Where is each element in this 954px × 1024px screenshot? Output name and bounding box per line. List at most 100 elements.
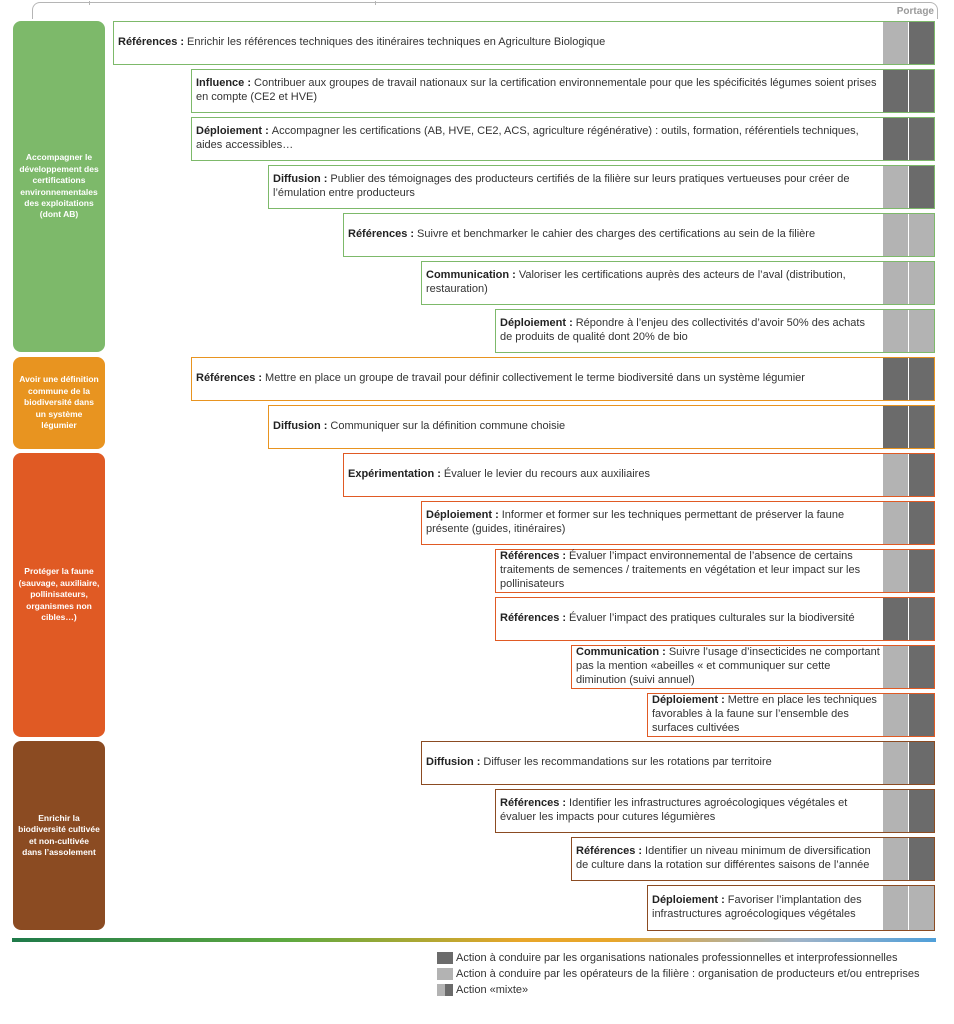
- portage-operator-cell: [909, 118, 934, 160]
- portage-operator-cell: [909, 790, 934, 832]
- action-text: Suivre et benchmarker le cahier des char…: [417, 228, 816, 241]
- action-type: Références :: [348, 228, 415, 241]
- portage-national-cell: [883, 310, 908, 352]
- action-type: Références :: [500, 797, 567, 810]
- action-type: Expérimentation :: [348, 468, 441, 481]
- action-box: Références :Suivre et benchmarker le cah…: [343, 213, 935, 257]
- portage-national-cell: [883, 646, 908, 688]
- action-text: Évaluer l’impact environnemental de l’ab…: [500, 550, 861, 590]
- action-type: Déploiement :: [652, 894, 725, 907]
- category-certifications: Accompagner le développement des certifi…: [13, 21, 105, 352]
- legend: Action à conduire par les organisations …: [437, 950, 920, 998]
- action-box: Communication :Valoriser les certificati…: [421, 261, 935, 305]
- portage-operator-cell: [909, 166, 934, 208]
- action-type: Déploiement :: [196, 125, 269, 138]
- portage-national-cell: [883, 22, 908, 64]
- portage-operator-cell: [909, 70, 934, 112]
- action-box: Références :Évaluer l’impact des pratiqu…: [495, 597, 935, 641]
- action-text: Suivre l’usage d’insecticides ne comport…: [576, 646, 880, 686]
- portage-national-cell: [883, 358, 908, 400]
- action-text: Identifier un niveau minimum de diversif…: [576, 845, 871, 871]
- portage-national-cell: [883, 886, 908, 930]
- action-box: Diffusion :Diffuser les recommandations …: [421, 741, 935, 785]
- portage-header: Portage: [896, 6, 934, 17]
- portage-operator-cell: [909, 262, 934, 304]
- action-box: Expérimentation :Évaluer le levier du re…: [343, 453, 935, 497]
- portage-operator-cell: [909, 502, 934, 544]
- action-box: Diffusion :Communiquer sur la définition…: [268, 405, 935, 449]
- portage-operator-cell: [909, 838, 934, 880]
- action-type: Références :: [118, 36, 185, 49]
- action-type: Références :: [500, 612, 567, 625]
- action-box: Déploiement :Mettre en place les techniq…: [647, 693, 935, 737]
- action-box: Influence :Contribuer aux groupes de tra…: [191, 69, 935, 113]
- action-text: Favoriser l’implantation des infrastruct…: [652, 894, 862, 920]
- action-box: Références :Mettre en place un groupe de…: [191, 357, 935, 401]
- legend-label: Action «mixte»: [456, 984, 529, 996]
- action-type: Déploiement :: [426, 509, 499, 522]
- portage-national-cell: [883, 70, 908, 112]
- legend-item-mixte: Action «mixte»: [437, 982, 920, 998]
- portage-operator-cell: [909, 358, 934, 400]
- action-text: Communiquer sur la définition commune ch…: [330, 420, 566, 433]
- action-box: Diffusion :Publier des témoignages des p…: [268, 165, 935, 209]
- action-box: Références :Identifier les infrastructur…: [495, 789, 935, 833]
- category-protect-fauna: Protéger la faune (sauvage, auxiliaire, …: [13, 453, 105, 737]
- portage-national-cell: [883, 118, 908, 160]
- dark-swatch-icon: [437, 952, 453, 964]
- portage-operator-cell: [909, 22, 934, 64]
- portage-operator-cell: [909, 598, 934, 640]
- action-box: Déploiement :Accompagner les certificati…: [191, 117, 935, 161]
- action-text: Informer et former sur les techniques pe…: [426, 509, 845, 535]
- header-frame: [32, 1, 938, 19]
- action-type: Communication :: [426, 269, 516, 282]
- portage-operator-cell: [909, 214, 934, 256]
- category-enrich-biodiversity: Enrichir la biodiversité cultivée et non…: [13, 741, 105, 930]
- legend-label: Action à conduire par les organisations …: [456, 952, 898, 964]
- portage-national-cell: [883, 166, 908, 208]
- gradient-divider: [12, 938, 936, 942]
- portage-operator-cell: [909, 454, 934, 496]
- light-swatch-icon: [437, 968, 453, 980]
- legend-item-operateurs: Action à conduire par les opérateurs de …: [437, 966, 920, 982]
- action-type: Déploiement :: [652, 694, 725, 707]
- portage-national-cell: [883, 694, 908, 736]
- action-type: Références :: [500, 550, 567, 563]
- portage-national-cell: [883, 262, 908, 304]
- frame-tick: [375, 1, 376, 5]
- portage-national-cell: [883, 406, 908, 448]
- portage-operator-cell: [909, 886, 934, 930]
- action-type: Diffusion :: [273, 420, 328, 433]
- action-text: Répondre à l’enjeu des collectivités d’a…: [500, 317, 865, 343]
- portage-operator-cell: [909, 742, 934, 784]
- action-box: Déploiement :Répondre à l’enjeu des coll…: [495, 309, 935, 353]
- legend-item-nationales: Action à conduire par les organisations …: [437, 950, 920, 966]
- portage-operator-cell: [909, 550, 934, 592]
- portage-operator-cell: [909, 310, 934, 352]
- action-box: Déploiement :Favoriser l’implantation de…: [647, 885, 935, 931]
- portage-national-cell: [883, 742, 908, 784]
- action-type: Influence :: [196, 77, 252, 90]
- category-biodiversity-definition: Avoir une définition commune de la biodi…: [13, 357, 105, 449]
- action-text: Enrichir les références techniques des i…: [187, 36, 606, 49]
- action-text: Mettre en place les techniques favorable…: [652, 694, 877, 734]
- action-type: Communication :: [576, 646, 666, 659]
- action-box: Communication :Suivre l’usage d’insectic…: [571, 645, 935, 689]
- action-type: Diffusion :: [426, 756, 481, 769]
- action-box: Références :Évaluer l’impact environneme…: [495, 549, 935, 593]
- portage-national-cell: [883, 790, 908, 832]
- action-type: Diffusion :: [273, 173, 328, 186]
- portage-national-cell: [883, 838, 908, 880]
- portage-national-cell: [883, 598, 908, 640]
- action-text: Diffuser les recommandations sur les rot…: [483, 756, 772, 769]
- frame-tick: [89, 1, 90, 5]
- action-type: Références :: [196, 372, 263, 385]
- action-text: Évaluer l’impact des pratiques culturale…: [569, 612, 855, 625]
- portage-operator-cell: [909, 406, 934, 448]
- legend-label: Action à conduire par les opérateurs de …: [456, 968, 920, 980]
- action-text: Évaluer le levier du recours aux auxilia…: [443, 468, 650, 481]
- action-text: Publier des témoignages des producteurs …: [273, 173, 850, 199]
- action-text: Mettre en place un groupe de travail pou…: [265, 372, 805, 385]
- action-text: Identifier les infrastructures agroécolo…: [500, 797, 848, 823]
- action-box: Références :Identifier un niveau minimum…: [571, 837, 935, 881]
